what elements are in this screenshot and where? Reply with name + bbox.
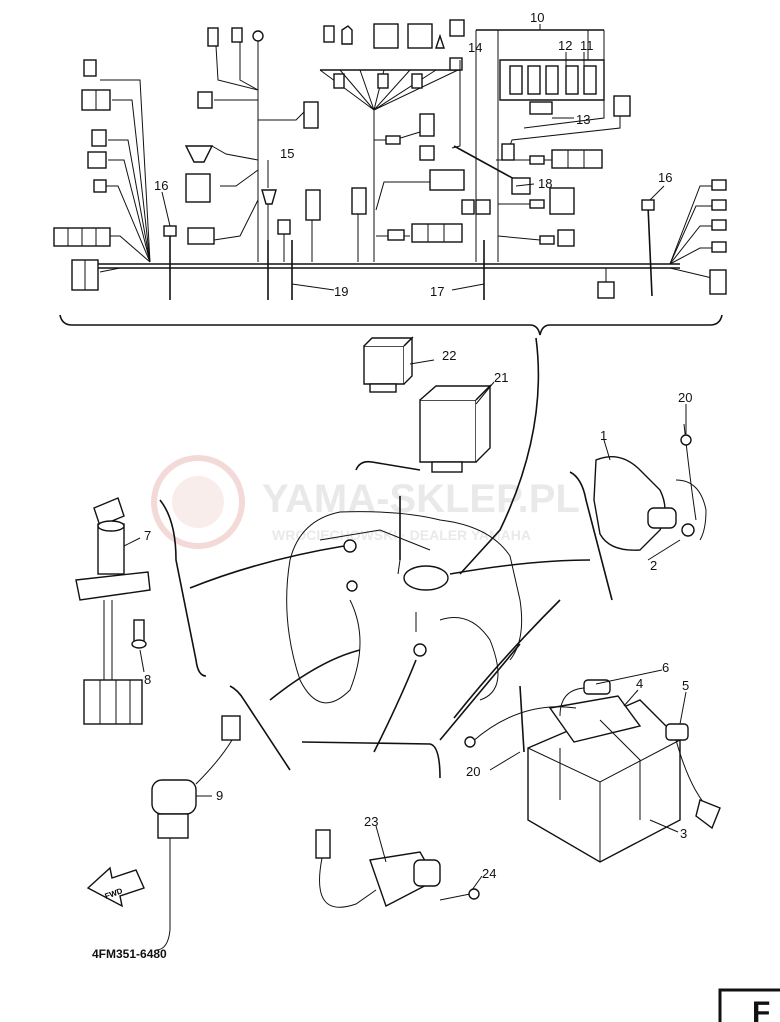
callout-16-left: 16 — [154, 178, 168, 193]
watermark: YAMA-SKLEP.PL WROCIECHOWSKI · DEALER YAM… — [151, 455, 580, 549]
watermark-tagline: WROCIECHOWSKI · DEALER YAMAHA — [272, 527, 531, 543]
motorcycle-outline — [159, 337, 613, 779]
main-switch-7 — [75, 497, 151, 725]
callout-20-bottom: 20 — [466, 764, 480, 779]
callout-14: 14 — [468, 40, 482, 55]
callout-24: 24 — [482, 866, 496, 881]
callout-19: 19 — [334, 284, 348, 299]
flasher-relay-21 — [419, 384, 492, 473]
lead-5 — [665, 723, 721, 830]
leader-lines — [123, 24, 687, 891]
callout-15: 15 — [280, 146, 294, 161]
watermark-logo-icon — [151, 455, 245, 549]
callout-3: 3 — [680, 826, 687, 841]
relay-22 — [363, 336, 414, 393]
callout-16-right: 16 — [658, 170, 672, 185]
sensor-23 — [315, 829, 441, 908]
page-tab-label: F — [752, 996, 770, 1022]
fwd-arrow-icon: FWD — [86, 866, 145, 908]
callout-2: 2 — [650, 558, 657, 573]
callout-5: 5 — [682, 678, 689, 693]
page-tab: F — [718, 988, 780, 1022]
wire-harness — [53, 19, 727, 336]
part-code: 4FM351-6480 — [92, 947, 167, 961]
switch-9 — [151, 715, 241, 951]
lead-20 — [464, 685, 577, 753]
callout-23: 23 — [364, 814, 378, 829]
screw-8 — [131, 619, 147, 649]
callout-7: 7 — [144, 528, 151, 543]
callout-12: 12 — [558, 38, 572, 53]
callouts: 1 2 3 4 5 6 7 8 9 10 11 12 13 14 15 16 1… — [144, 10, 692, 881]
callout-20-top: 20 — [678, 390, 692, 405]
callout-13: 13 — [576, 112, 590, 127]
callout-4: 4 — [636, 676, 643, 691]
starter-relay-1 — [593, 423, 707, 551]
lead-6 — [559, 679, 611, 717]
callout-9: 9 — [216, 788, 223, 803]
battery-3 — [527, 695, 681, 863]
callout-1: 1 — [600, 428, 607, 443]
callout-21: 21 — [494, 370, 508, 385]
callout-18: 18 — [538, 176, 552, 191]
callout-11: 11 — [580, 38, 594, 53]
callout-17: 17 — [430, 284, 444, 299]
bolt-24 — [439, 888, 480, 901]
callout-10: 10 — [530, 10, 544, 25]
callout-6: 6 — [662, 660, 669, 675]
callout-8: 8 — [144, 672, 151, 687]
watermark-brand: YAMA-SKLEP.PL — [262, 477, 580, 521]
callout-22: 22 — [442, 348, 456, 363]
